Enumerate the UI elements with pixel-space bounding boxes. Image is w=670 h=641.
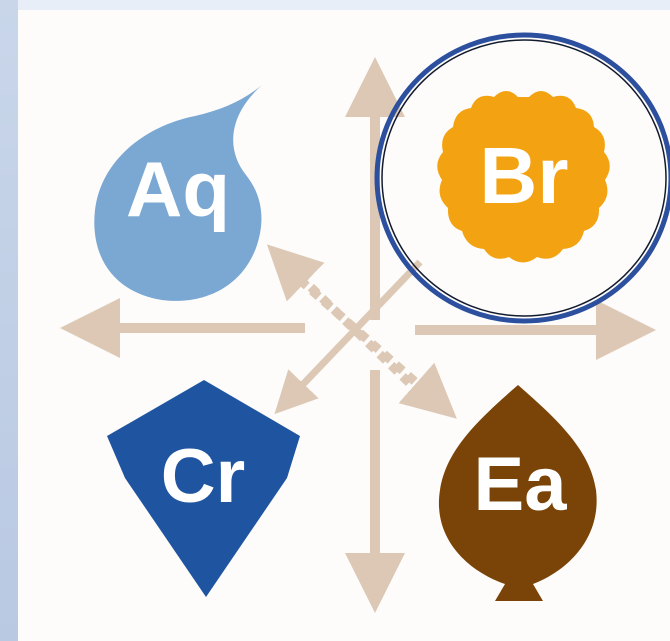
arrow-diag-aq-ea-dotted xyxy=(297,276,457,419)
ea-leaf: Ea xyxy=(438,385,597,601)
cr-label: Cr xyxy=(161,434,245,519)
axis-arrows xyxy=(60,57,656,613)
aq-droplet: Aq xyxy=(94,85,262,301)
br-shape xyxy=(437,91,610,263)
ea-shape xyxy=(438,385,597,601)
ea-label: Ea xyxy=(474,442,568,527)
arrow-diag-br-to-cr xyxy=(274,259,423,415)
aq-label: Aq xyxy=(126,145,230,233)
br-label: Br xyxy=(480,131,569,220)
aq-shape xyxy=(94,85,262,301)
cr-shape xyxy=(107,380,300,597)
br-highlight-ring xyxy=(374,32,670,324)
cr-gem: Cr xyxy=(107,380,300,597)
diagonal-arrows xyxy=(266,244,457,419)
br-scalloped: Br xyxy=(374,32,670,324)
left-edge-bar xyxy=(0,0,18,641)
